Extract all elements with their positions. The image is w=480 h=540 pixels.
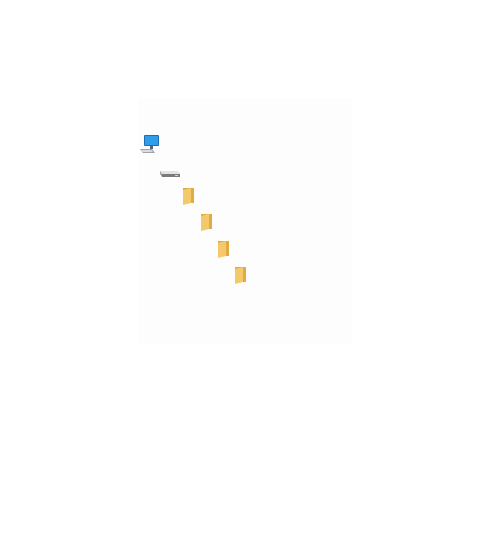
navigation-pane: [138, 98, 352, 344]
computer-icon: [140, 135, 159, 153]
folder-icon: [183, 188, 194, 205]
tree-item-folder[interactable]: [215, 238, 237, 260]
hard-drive-icon: [160, 171, 180, 177]
tree-item-folder[interactable]: [180, 185, 202, 207]
folder-icon: [218, 241, 229, 258]
tree-item-folder[interactable]: [232, 264, 254, 286]
tree-item-this-pc[interactable]: [138, 134, 168, 156]
tree-item-local-drive[interactable]: [158, 162, 188, 184]
folder-icon: [235, 267, 246, 284]
folder-icon: [201, 214, 212, 231]
tree-item-folder[interactable]: [198, 211, 220, 233]
